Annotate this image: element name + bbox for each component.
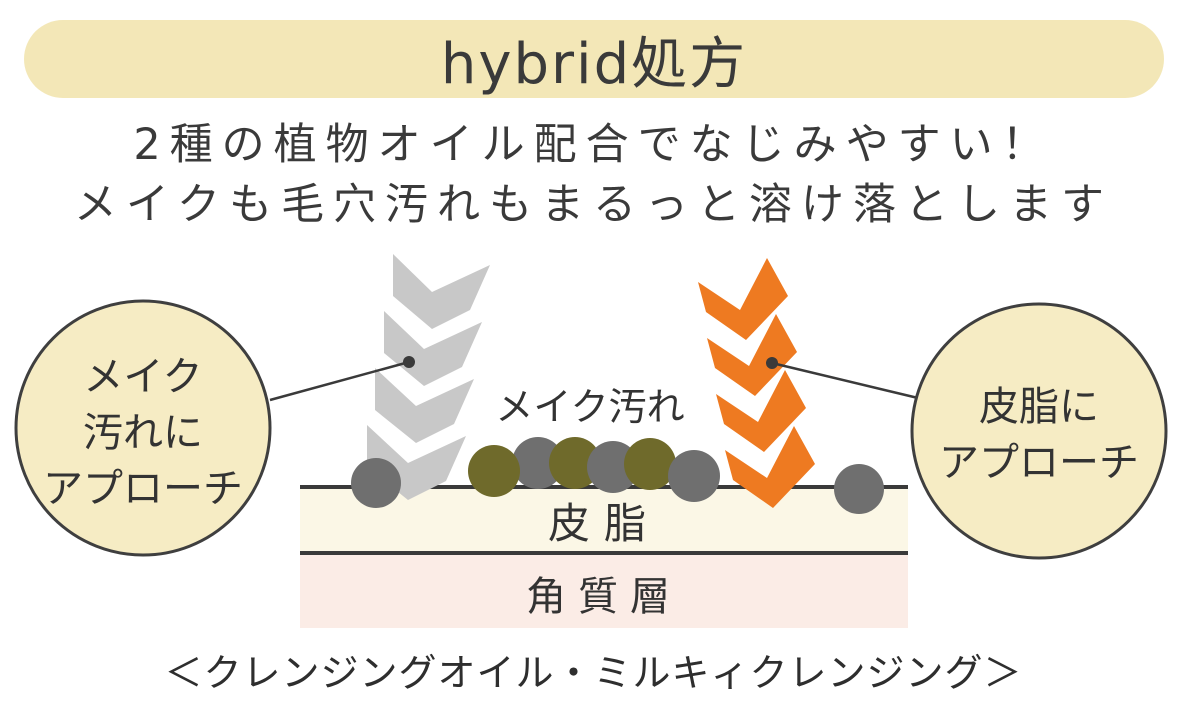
orange-chevron	[725, 426, 815, 508]
particle-olive	[549, 437, 601, 489]
gray-chevron	[393, 254, 490, 329]
particle-olive	[624, 438, 676, 490]
sebum-layer	[300, 488, 908, 552]
particle-gray	[512, 437, 564, 489]
particle-olive	[468, 445, 520, 497]
page-title: hybrid処方	[440, 31, 748, 97]
right-callout-line-1: 皮脂に	[979, 384, 1099, 430]
subtitle-line-2: メイクも毛穴汚れもまるっと溶け落とします	[73, 180, 1114, 230]
orange-chevron	[716, 370, 806, 452]
particle-gray	[834, 464, 884, 514]
subtitle-line-1: 2種の植物オイル配合でなじみやすい！	[133, 120, 1054, 170]
orange-oil-chevrons	[698, 258, 815, 508]
right-connector-dot	[766, 357, 778, 369]
right-callout-line-2: アプローチ	[939, 440, 1139, 486]
left-callout-line-3: アプローチ	[43, 466, 243, 512]
orange-chevron	[698, 258, 788, 340]
particle-gray	[351, 458, 401, 508]
left-callout-line-2: 汚れに	[83, 410, 203, 456]
orange-chevron	[707, 314, 797, 396]
right-connector-line	[771, 361, 919, 400]
makeup-particles	[351, 437, 884, 514]
stratum-corneum-layer	[300, 554, 908, 628]
left-callout-circle	[14, 299, 272, 557]
product-caption: ＜クレンジングオイル・ミルキィクレンジング＞	[164, 651, 1023, 695]
left-connector-dot	[403, 356, 415, 368]
right-callout-circle	[910, 302, 1168, 560]
left-connector-line	[269, 360, 410, 402]
left-callout-line-1: メイク	[83, 354, 202, 400]
stratum-corneum-label: 角質層	[526, 574, 682, 620]
makeup-dirt-label: メイク汚れ	[495, 385, 684, 429]
sebum-label: 皮脂	[548, 499, 660, 548]
gray-chevron	[375, 368, 474, 443]
title-banner: hybrid処方	[24, 20, 1164, 98]
particle-gray	[668, 450, 720, 502]
